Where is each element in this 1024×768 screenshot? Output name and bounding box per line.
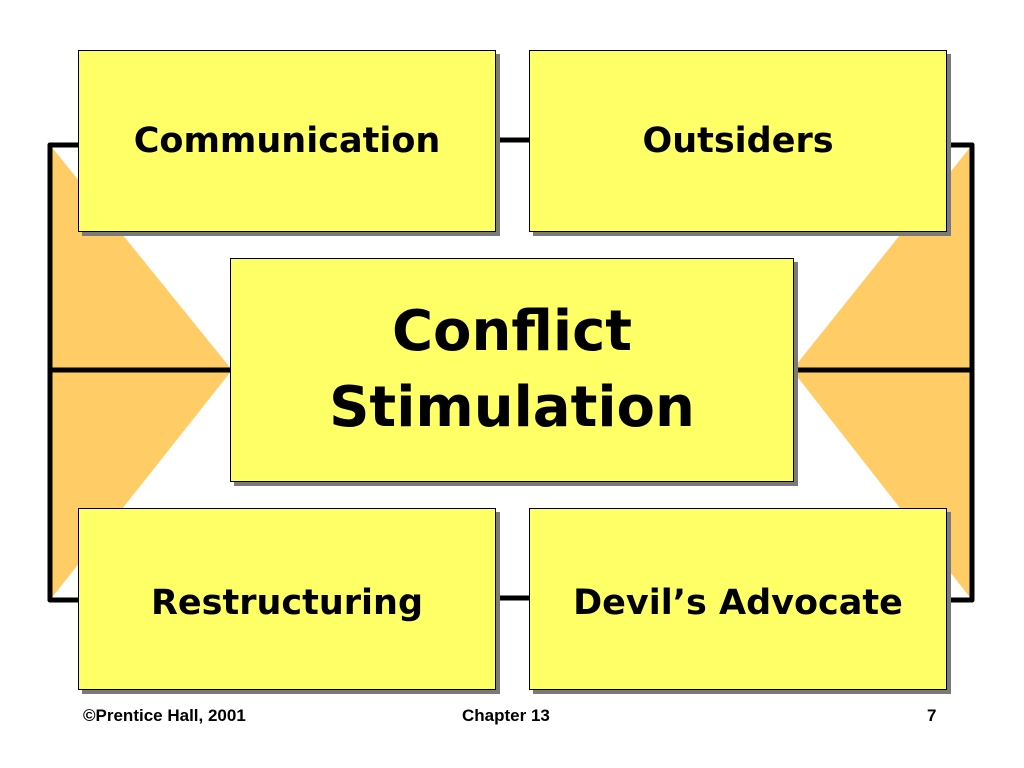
footer-chapter: Chapter 13 — [462, 706, 550, 725]
footer-page-number: 7 — [927, 706, 937, 725]
devils-advocate-box: Devil’s Advocate — [529, 508, 947, 690]
restructuring-box: Restructuring — [78, 508, 496, 690]
right-bracket — [791, 142, 975, 603]
footer-copyright: ©Prentice Hall, 2001 — [83, 706, 246, 725]
communication-box: Communication — [78, 50, 496, 232]
conflict-stimulation-box: Conflict Stimulation — [230, 258, 794, 482]
restructuring-label: Restructuring — [150, 583, 424, 623]
center-title-line2: Stimulation — [329, 375, 695, 440]
outsiders-box: Outsiders — [529, 50, 947, 232]
center-title: Conflict Stimulation — [329, 294, 695, 446]
left-bracket — [47, 142, 233, 603]
devils-advocate-label: Devil’s Advocate — [573, 583, 903, 623]
center-title-line1: Conflict — [391, 299, 633, 364]
communication-label: Communication — [133, 121, 441, 161]
outsiders-label: Outsiders — [642, 121, 834, 161]
